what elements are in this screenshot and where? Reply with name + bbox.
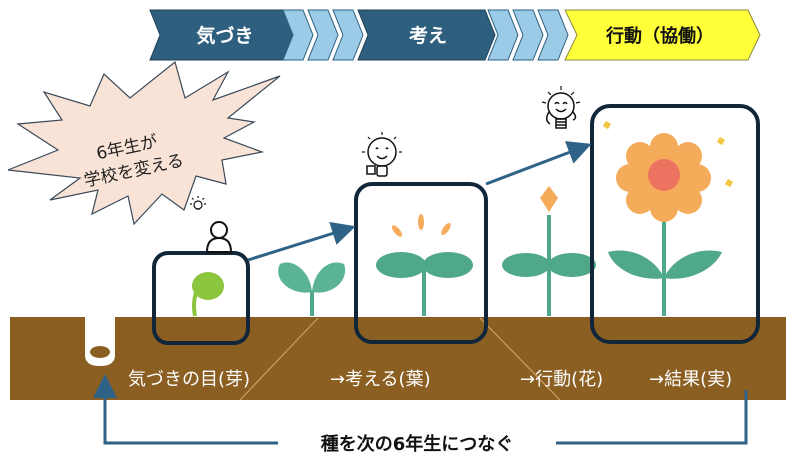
stage-label-fruit: →結果(実) — [649, 369, 732, 390]
frame-thinking — [354, 182, 488, 344]
arrow-to-thinking — [247, 221, 356, 262]
phase-label-thinking: 考え — [409, 25, 447, 47]
soil-streak — [239, 317, 319, 401]
small-lightbulb-icon — [190, 196, 206, 210]
connector-chevron — [512, 9, 544, 61]
return-loop-label: 種を次の6年生につなぐ — [321, 433, 514, 455]
frame-awareness — [152, 251, 250, 345]
return-arrow-left — [93, 374, 278, 445]
flower-icon — [602, 120, 734, 316]
seed-icon — [90, 346, 110, 358]
soil — [10, 317, 786, 400]
happy-lightbulb-icon — [541, 86, 581, 129]
phase-label-awareness: 気づき — [196, 24, 253, 47]
sprout-icon — [192, 272, 224, 317]
burst-callout: 6年生が 学校を変える — [7, 60, 281, 226]
burst-shape — [7, 60, 281, 226]
connector-chevron — [307, 9, 339, 61]
phase-banner: 気づき 考え 行動（協働） — [149, 9, 761, 61]
stage-label-bud: 気づきの目(芽) — [128, 369, 250, 390]
connector-chevron — [537, 9, 569, 61]
phase-chevron-action — [564, 9, 761, 61]
soil-streak — [479, 317, 561, 401]
phase-chevron-thinking — [357, 9, 496, 61]
seedling-icon — [278, 262, 346, 316]
connector-chevron — [332, 9, 364, 61]
leaf-plant-icon — [376, 214, 473, 316]
phase-label-action: 行動（協働） — [605, 25, 714, 47]
arrow-to-action — [485, 141, 592, 186]
thumbs-up-lightbulb-icon — [362, 132, 402, 177]
person-icon — [205, 221, 233, 253]
return-line-right — [556, 390, 748, 445]
connector-chevron — [487, 9, 519, 61]
soil-band — [10, 317, 786, 401]
frame-action — [590, 104, 760, 344]
bud-plant-icon — [502, 186, 596, 316]
stage-label-leaf: →考える(葉) — [330, 369, 431, 390]
stage-label-flower: →行動(花) — [520, 369, 603, 390]
connector-chevron — [282, 9, 314, 61]
